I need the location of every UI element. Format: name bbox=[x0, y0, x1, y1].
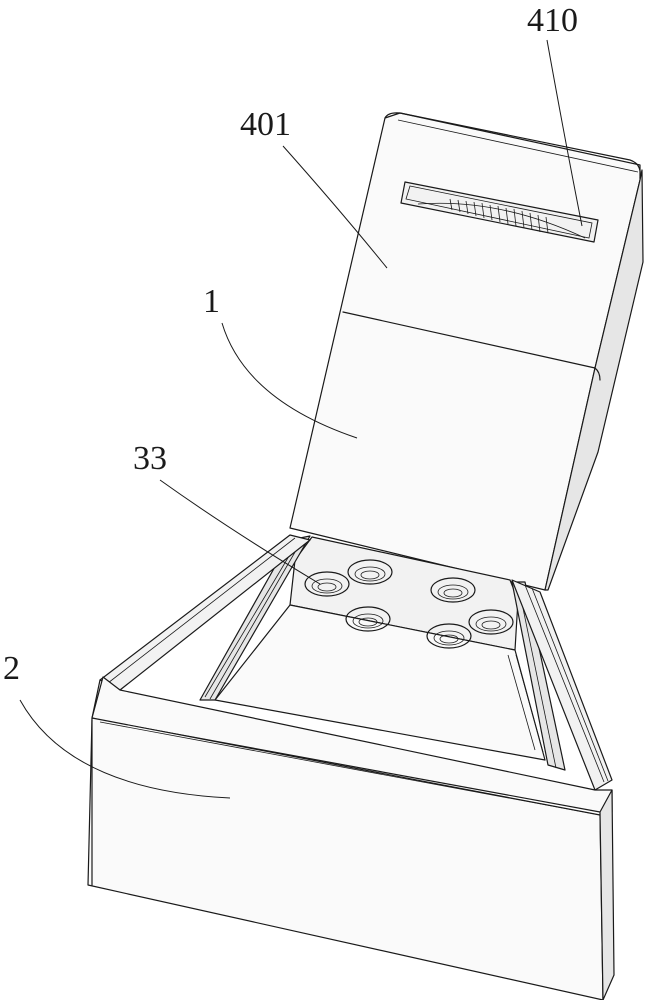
leader-410 bbox=[546, 39, 583, 227]
cup bbox=[468, 609, 514, 635]
leader-2 bbox=[19, 699, 231, 799]
cups bbox=[304, 559, 514, 649]
label-1: 1 bbox=[203, 283, 220, 320]
cup bbox=[304, 571, 350, 597]
upright-panel bbox=[289, 112, 644, 591]
label-401: 401 bbox=[240, 106, 291, 143]
cup bbox=[345, 606, 391, 632]
front-base bbox=[87, 676, 615, 1000]
right-wall bbox=[511, 579, 613, 791]
leader-33 bbox=[159, 479, 321, 585]
cup bbox=[347, 559, 393, 585]
label-2: 2 bbox=[3, 650, 20, 687]
window-slot bbox=[400, 181, 599, 243]
leader-1 bbox=[221, 322, 358, 439]
tray bbox=[199, 535, 566, 771]
label-33: 33 bbox=[133, 440, 167, 477]
cup bbox=[426, 623, 472, 649]
cup bbox=[430, 577, 476, 603]
leader-401 bbox=[282, 145, 388, 269]
label-410: 410 bbox=[527, 2, 578, 39]
leader-lines bbox=[19, 39, 583, 799]
